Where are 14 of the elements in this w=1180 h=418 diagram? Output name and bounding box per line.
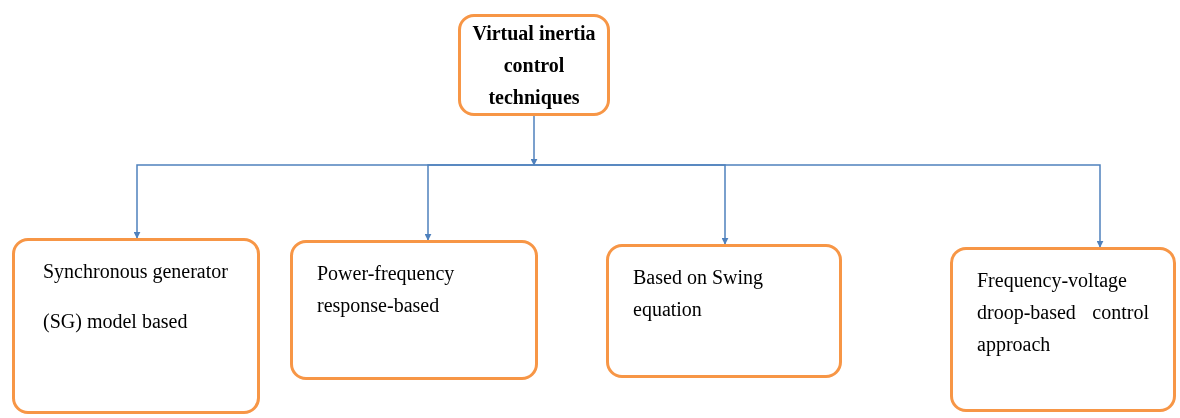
label-text: (SG) model based	[43, 309, 189, 335]
category-box	[606, 244, 842, 378]
root-box	[458, 14, 610, 116]
label-text: Power-frequency response-based	[317, 261, 456, 319]
arrow	[533, 164, 1104, 248]
label-text: Synchronous generator	[43, 259, 229, 285]
category-box	[290, 240, 538, 380]
category-box	[12, 238, 260, 414]
arrow	[424, 164, 535, 241]
connector-trunk	[530, 115, 538, 166]
label-text: Based on Swing equation	[633, 265, 764, 323]
category-box	[950, 247, 1176, 412]
title-text: Virtual inertia control techniques	[471, 21, 597, 111]
label-text: Frequency-voltage droop-based control approach	[977, 268, 1149, 358]
